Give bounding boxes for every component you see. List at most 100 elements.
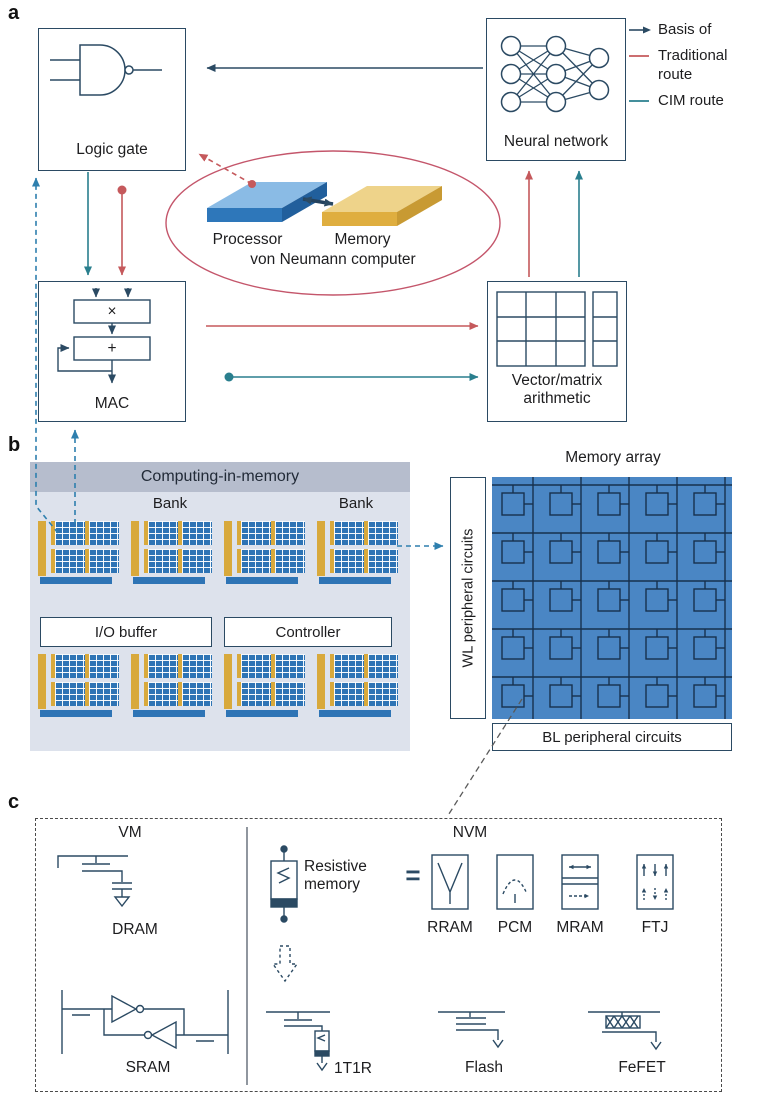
- mini-array: [271, 549, 305, 573]
- mini-array: [144, 654, 178, 678]
- mini-array: [330, 549, 364, 573]
- mac-label: MAC: [94, 395, 130, 412]
- mini-array: [51, 654, 85, 678]
- mini-array: [271, 521, 305, 545]
- wl-driver-bar: [131, 654, 139, 709]
- mini-array: [330, 521, 364, 545]
- mini-array: [364, 521, 398, 545]
- controller-box: Controller: [224, 617, 392, 647]
- von-neumann-ellipse: [165, 150, 501, 296]
- wl-driver-bar: [38, 654, 46, 709]
- mini-array: [271, 654, 305, 678]
- bl-driver-bar: [133, 710, 205, 717]
- resistive-memory-label: Resistive memory: [304, 858, 367, 894]
- bank-tile: [317, 653, 398, 717]
- memory-array-grid: [492, 477, 732, 719]
- red-processor-dot: [248, 180, 256, 188]
- traditional-dashed-processor-to-logic: [198, 153, 253, 185]
- teal-node-dot: [224, 372, 234, 382]
- wl-driver-bar: [317, 654, 325, 709]
- flash-label: Flash: [465, 1059, 503, 1076]
- equals-sign: =: [405, 860, 421, 890]
- bl-driver-bar: [226, 710, 298, 717]
- fefet-label: FeFET: [618, 1059, 666, 1076]
- bl-driver-bar: [40, 577, 112, 584]
- cim-chip: Computing-in-memory Bank Bank I/O buffer…: [30, 462, 410, 751]
- mini-array: [85, 549, 119, 573]
- wl-peripheral-box: WL peripheral circuits: [450, 477, 486, 719]
- mini-array: [144, 549, 178, 573]
- bl-driver-bar: [319, 577, 391, 584]
- cim-route-line-icon: [629, 100, 649, 102]
- bank-tile: [38, 653, 119, 717]
- mini-array: [144, 682, 178, 706]
- legend-traditional-label: Traditional route: [658, 47, 728, 83]
- bank-tile: [38, 520, 119, 584]
- mini-array: [237, 521, 271, 545]
- plus-label: +: [107, 340, 117, 357]
- bank-tile: [224, 653, 305, 717]
- mini-array: [364, 654, 398, 678]
- bl-driver-bar: [319, 710, 391, 717]
- dram-label: DRAM: [112, 921, 158, 938]
- bank-tile: [131, 653, 212, 717]
- memory-slab-icon: [322, 186, 442, 226]
- mini-array: [271, 682, 305, 706]
- bank-tile: [224, 520, 305, 584]
- mini-array: [178, 654, 212, 678]
- bank-label-2: Bank: [338, 495, 374, 512]
- memory-array: [492, 477, 732, 719]
- wl-driver-bar: [38, 521, 46, 576]
- mini-array: [85, 654, 119, 678]
- processor-slab-icon: [207, 182, 327, 222]
- mini-array: [51, 682, 85, 706]
- vector-matrix-label: Vector/matrix arithmetic: [511, 372, 603, 408]
- processor-memory-arrow-icon: [302, 196, 334, 207]
- panel-label-c: c: [8, 791, 20, 813]
- wl-driver-bar: [224, 654, 232, 709]
- mini-array: [85, 521, 119, 545]
- io-buffer-box: I/O buffer: [40, 617, 212, 647]
- wl-peripheral-label: WL peripheral circuits: [460, 528, 476, 668]
- memory-label: Memory: [334, 231, 391, 248]
- mini-array: [51, 521, 85, 545]
- t1r-label: 1T1R: [334, 1060, 372, 1077]
- mini-array: [237, 682, 271, 706]
- neural-network-label: Neural network: [503, 133, 609, 150]
- mini-array: [330, 682, 364, 706]
- bank-tile: [317, 520, 398, 584]
- bank-label-1: Bank: [152, 495, 188, 512]
- pcm-label: PCM: [497, 919, 533, 936]
- basis-of-arrow-icon: [629, 26, 651, 34]
- rram-label: RRAM: [427, 919, 473, 936]
- von-neumann-label: von Neumann computer: [250, 251, 416, 268]
- bl-driver-bar: [226, 577, 298, 584]
- multiply-label: ×: [107, 303, 117, 320]
- mini-array: [364, 549, 398, 573]
- memory-array-label: Memory array: [565, 449, 661, 466]
- mini-array: [178, 549, 212, 573]
- mini-array: [178, 521, 212, 545]
- red-node-dot: [117, 185, 127, 195]
- mini-array: [364, 682, 398, 706]
- nvm-label: NVM: [452, 824, 488, 841]
- bl-peripheral-box: BL peripheral circuits: [492, 723, 732, 751]
- legend-cim-label: CIM route: [658, 92, 724, 109]
- legend-row-cim: CIM route: [628, 91, 760, 110]
- bl-driver-bar: [40, 710, 112, 717]
- wl-driver-bar: [131, 521, 139, 576]
- cim-title: Computing-in-memory: [30, 462, 410, 492]
- mini-array: [330, 654, 364, 678]
- mini-array: [237, 654, 271, 678]
- mini-array: [237, 549, 271, 573]
- legend-basis-of-label: Basis of: [658, 21, 712, 38]
- mini-array: [85, 682, 119, 706]
- vm-label: VM: [118, 824, 142, 841]
- wl-driver-bar: [317, 521, 325, 576]
- panel-label-a: a: [8, 2, 20, 24]
- panel-label-b: b: [8, 434, 21, 456]
- mini-array: [144, 521, 178, 545]
- sram-label: SRAM: [125, 1059, 171, 1076]
- legend-row-basis-of: Basis of: [628, 20, 760, 39]
